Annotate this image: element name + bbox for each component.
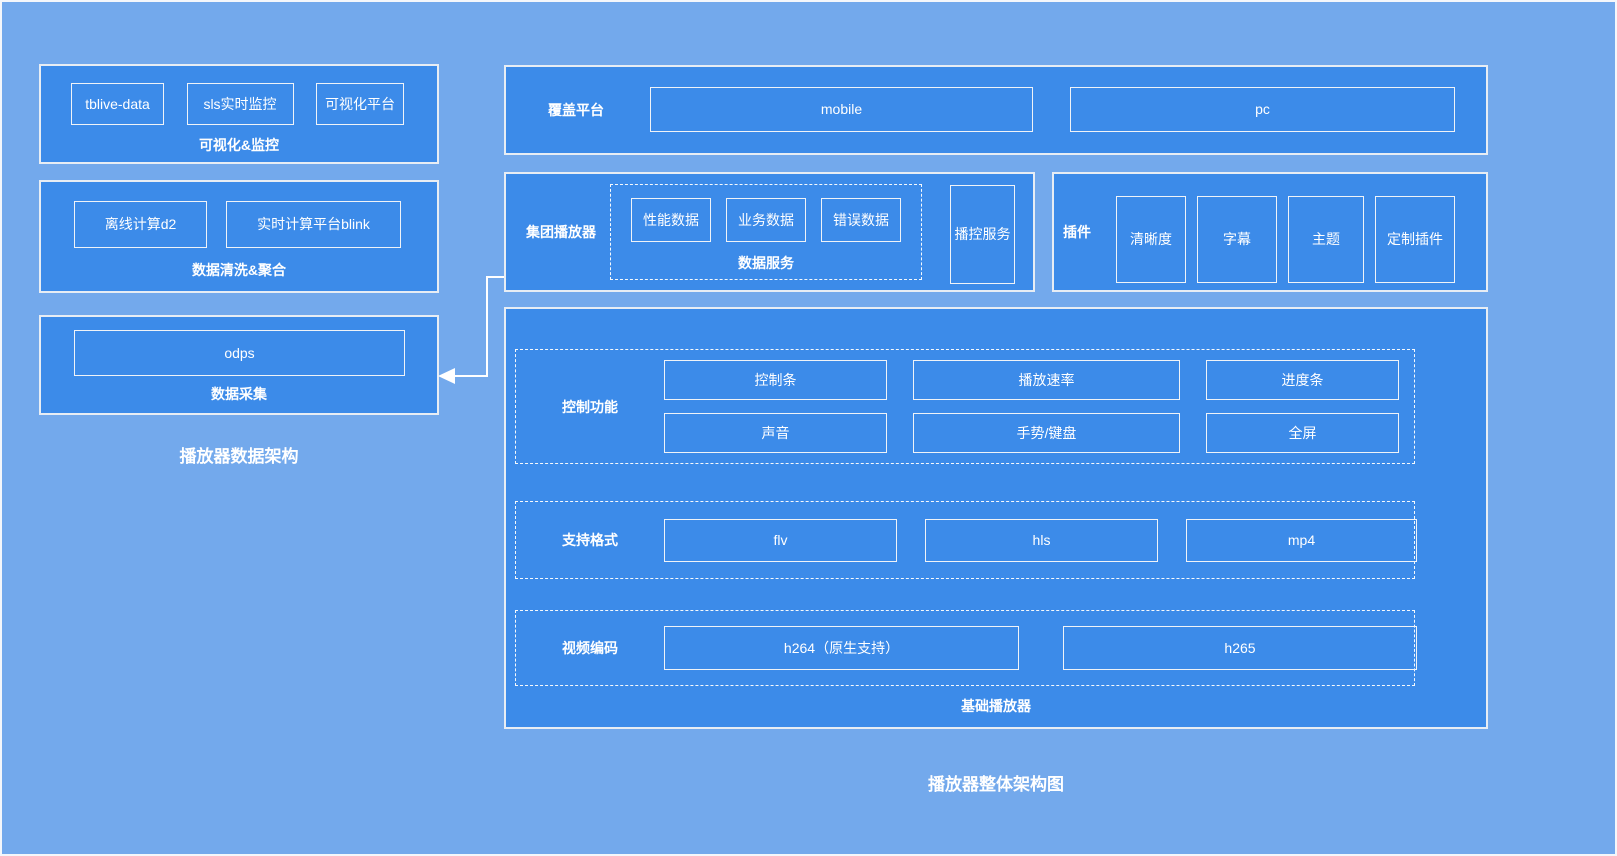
node-label: odps: [224, 344, 255, 361]
section-data-cleaning: 离线计算d2 实时计算平台blink 数据清洗&聚合: [39, 180, 439, 293]
node-theme: 主题: [1288, 196, 1364, 283]
left-diagram-title: 播放器数据架构: [179, 447, 299, 466]
node-label: 控制条: [754, 371, 797, 388]
node-playback-rate: 播放速率: [913, 360, 1180, 400]
node-label: 可视化平台: [325, 95, 395, 112]
node-flv: flv: [664, 518, 897, 562]
node-label: h264（原生支持）: [783, 639, 900, 656]
row-label-control: 控制功能: [562, 398, 618, 415]
node-fullscreen: 全屏: [1206, 413, 1399, 453]
node-gesture-keyboard: 手势/键盘: [913, 413, 1180, 453]
control-functions-box: 控制功能 控制条 播放速率 进度条 声音 手势/键盘 全屏: [515, 349, 1415, 464]
node-volume: 声音: [664, 413, 887, 453]
node-label: tblive-data: [85, 95, 150, 112]
node-label: 性能数据: [643, 211, 699, 228]
section-label-plugins: 插件: [1063, 224, 1091, 240]
section-label-collection: 数据采集: [211, 386, 267, 402]
section-label-platform: 覆盖平台: [548, 102, 604, 118]
section-plugins: 插件 清晰度 字幕 主题 定制插件: [1052, 172, 1488, 292]
node-label: hls: [1032, 531, 1051, 548]
node-custom-plugin: 定制插件: [1375, 196, 1455, 283]
node-offline-compute-d2: 离线计算d2: [74, 201, 207, 248]
row-label-formats: 支持格式: [562, 532, 618, 548]
node-label: 声音: [761, 424, 790, 441]
node-mobile: mobile: [650, 87, 1033, 132]
node-tblive-data: tblive-data: [71, 83, 164, 125]
node-progress-bar: 进度条: [1206, 360, 1399, 400]
node-label: h265: [1224, 639, 1256, 656]
node-error-data: 错误数据: [821, 198, 901, 242]
node-label: sls实时监控: [203, 95, 277, 112]
node-odps: odps: [74, 330, 405, 376]
section-group-player: 集团播放器 性能数据 业务数据 错误数据 数据服务 播控服务: [504, 172, 1035, 292]
node-label: 定制插件: [1387, 231, 1443, 248]
video-codec-box: 视频编码 h264（原生支持） h265: [515, 610, 1417, 686]
node-mp4: mp4: [1186, 518, 1417, 562]
group-data-service-box: 性能数据 业务数据 错误数据 数据服务: [610, 184, 922, 280]
node-label: mp4: [1287, 531, 1316, 548]
node-label: 主题: [1312, 231, 1340, 248]
node-subtitles: 字幕: [1197, 196, 1277, 283]
node-hls: hls: [925, 518, 1158, 562]
node-playback-control-service: 播控服务: [950, 185, 1015, 284]
supported-formats-box: 支持格式 flv hls mp4: [515, 501, 1417, 579]
section-label-cleaning: 数据清洗&聚合: [191, 262, 287, 278]
node-label: 离线计算d2: [104, 216, 177, 233]
section-visualization-monitoring: tblive-data sls实时监控 可视化平台 可视化&监控: [39, 64, 439, 164]
right-diagram-title: 播放器整体架构图: [928, 775, 1064, 794]
node-label: 业务数据: [738, 211, 794, 228]
section-label-group-player: 集团播放器: [526, 224, 596, 240]
node-realtime-blink: 实时计算平台blink: [226, 201, 401, 248]
section-label-visualization: 可视化&监控: [198, 137, 280, 153]
node-label: flv: [773, 531, 788, 548]
node-performance-data: 性能数据: [631, 198, 711, 242]
node-label: 全屏: [1288, 424, 1317, 441]
row-label-codec: 视频编码: [562, 640, 618, 656]
section-base-player: 控制功能 控制条 播放速率 进度条 声音 手势/键盘 全屏 支持格: [504, 307, 1488, 729]
node-clarity: 清晰度: [1116, 196, 1186, 283]
node-label: 手势/键盘: [1016, 424, 1077, 441]
node-label: mobile: [820, 101, 863, 118]
node-label: 字幕: [1223, 231, 1251, 248]
node-label: 进度条: [1281, 371, 1324, 388]
node-visual-platform: 可视化平台: [316, 83, 404, 125]
node-label: 错误数据: [833, 211, 889, 228]
node-sls-monitoring: sls实时监控: [186, 83, 294, 125]
section-data-collection: odps 数据采集: [39, 315, 439, 415]
node-control-bar: 控制条: [664, 360, 887, 400]
node-label: 播控服务: [954, 226, 1011, 243]
node-label: 实时计算平台blink: [257, 216, 370, 233]
section-platform-coverage: 覆盖平台 mobile pc: [504, 65, 1488, 155]
node-label: 播放速率: [1018, 371, 1075, 388]
node-label: 清晰度: [1130, 231, 1172, 248]
node-h265: h265: [1063, 626, 1417, 670]
node-pc: pc: [1070, 87, 1455, 132]
node-label: pc: [1255, 101, 1270, 118]
data-service-label: 数据服务: [738, 255, 794, 271]
node-business-data: 业务数据: [726, 198, 806, 242]
node-h264: h264（原生支持）: [664, 626, 1019, 670]
section-label-base-player: 基础播放器: [961, 698, 1031, 714]
